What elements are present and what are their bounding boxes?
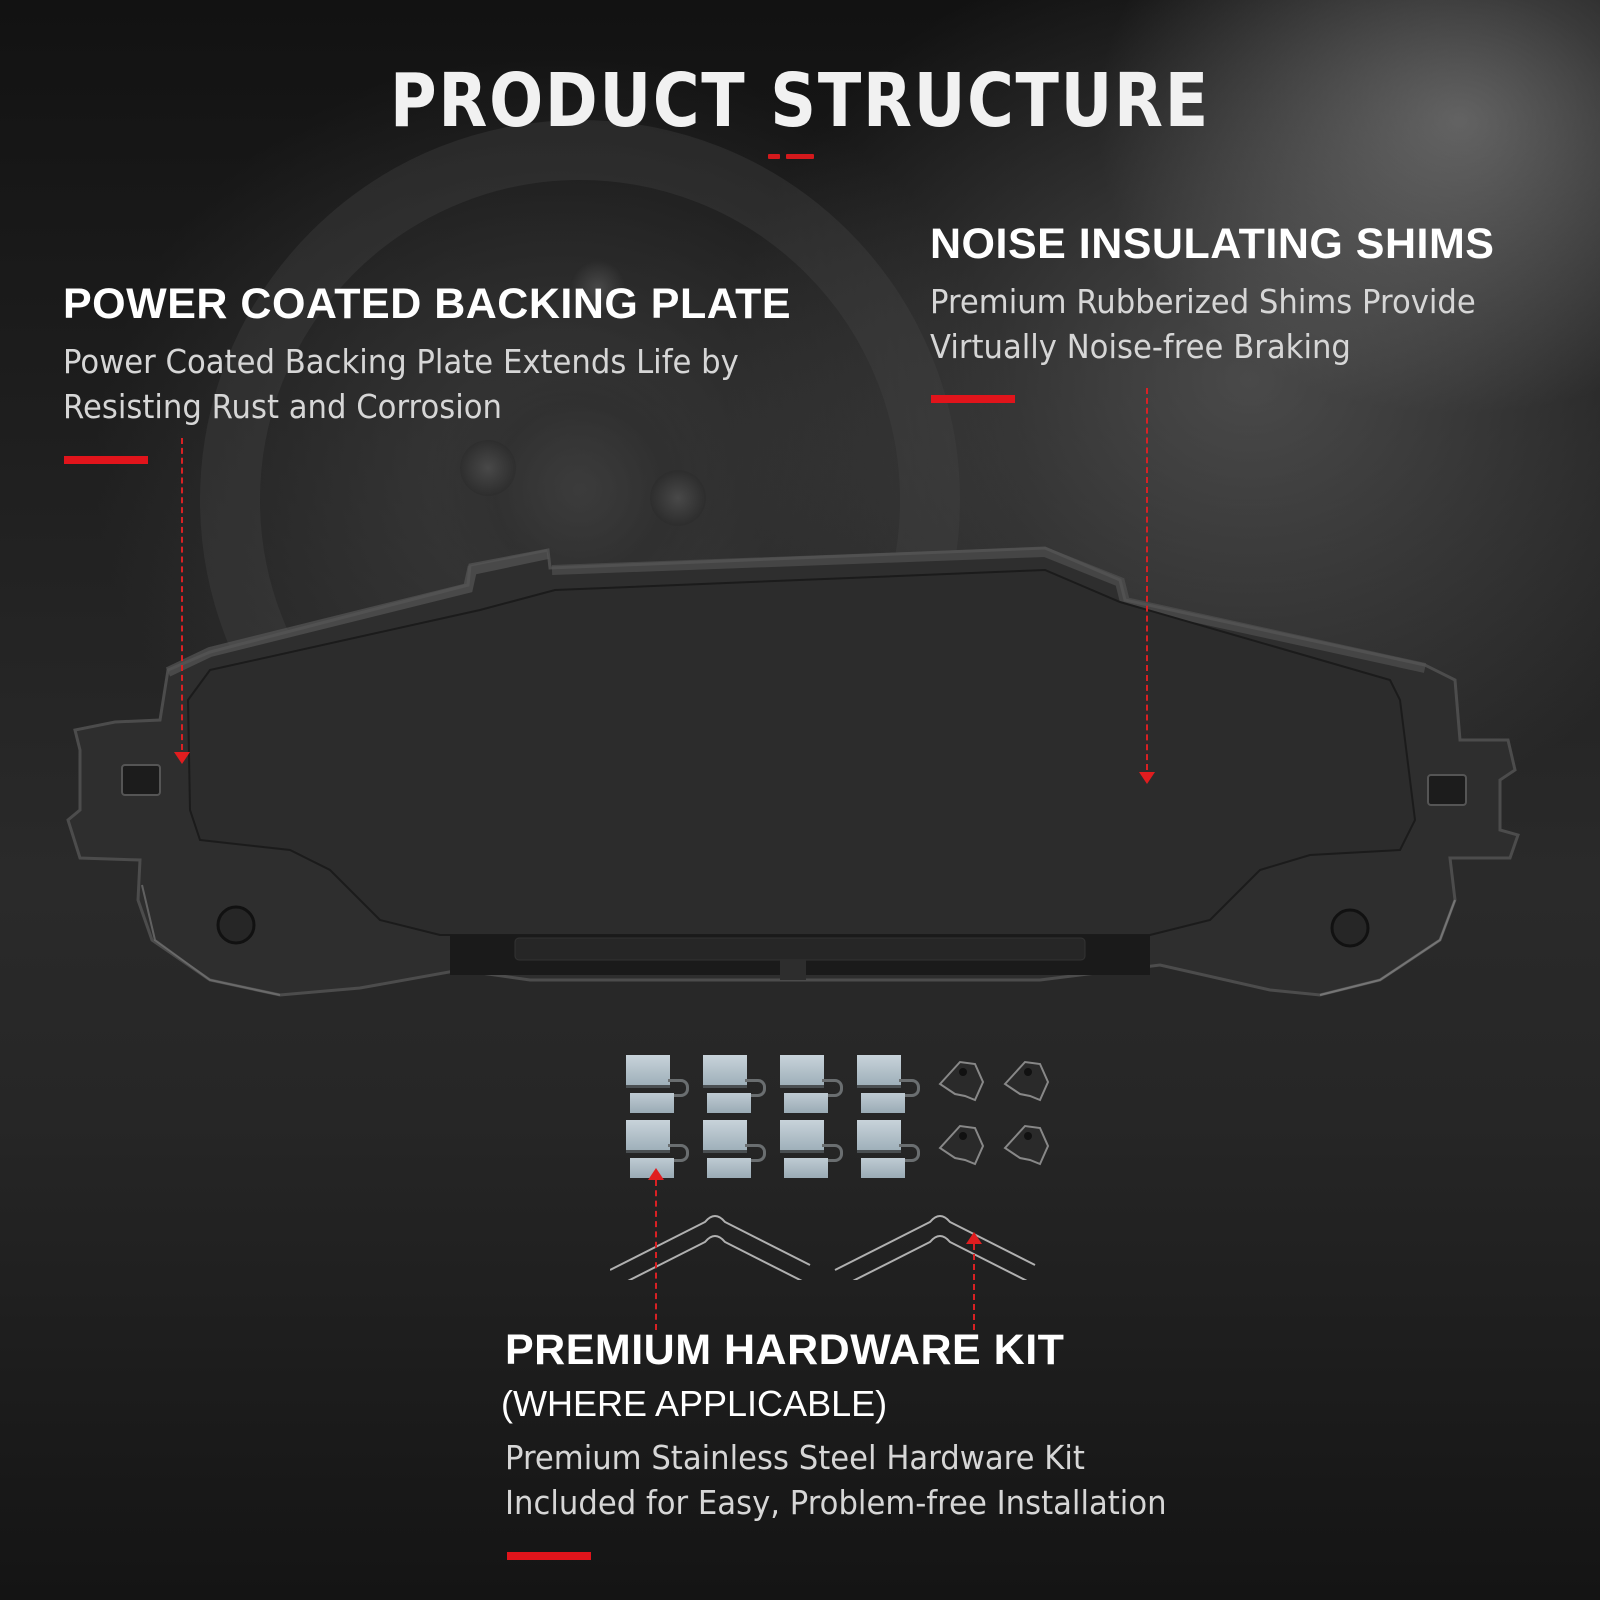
page-title: PRODUCT STRUCTURE [390,58,1210,144]
pointer-line-hardware [655,1180,657,1330]
pointer-line-hardware [973,1244,975,1330]
accent-bar [931,395,1015,403]
pointer-arrow-down-icon [1139,772,1155,784]
wire-springs [610,1215,1036,1280]
pointer-line-backing-plate [181,438,183,750]
pointer-arrow-up-icon [648,1168,664,1180]
spring-clip [938,1124,985,1166]
accent-bar [64,456,148,464]
feature-backing-plate: POWER COATED BACKING PLATE Power Coated … [63,280,791,429]
feature-noise-shims: NOISE INSULATING SHIMS Premium Rubberize… [930,220,1517,369]
title-underline [768,154,814,159]
hardware-kit-image [610,1050,1050,1280]
feature-hardware-kit: PREMIUM HARDWARE KIT (WHERE APPLICABLE) … [501,1326,1216,1525]
abutment-clip [626,1055,689,1113]
background-bolt [460,440,516,496]
abutment-clip [703,1120,766,1178]
abutment-clip [857,1120,920,1178]
feature-heading: POWER COATED BACKING PLATE [63,280,792,328]
brake-pad-illustration [66,546,1520,997]
background-bolt [650,470,706,526]
feature-heading: NOISE INSULATING SHIMS [930,220,1495,268]
spring-clip [1003,1124,1050,1166]
pointer-arrow-down-icon [174,752,190,764]
spring-clip [1003,1060,1050,1102]
pointer-arrow-up-icon [966,1232,982,1244]
feature-description-line: Included for Easy, Problem-free Installa… [505,1483,1167,1522]
brake-pad-image [60,540,1560,1020]
feature-description-line: Premium Rubberized Shims Provide [930,282,1476,321]
pointer-line-shims [1146,388,1148,770]
feature-description-line: Premium Stainless Steel Hardware Kit [505,1438,1085,1477]
abutment-clip [780,1120,843,1178]
abutment-clip [857,1055,920,1113]
abutment-clip [780,1055,843,1113]
abutment-clip [703,1055,766,1113]
feature-heading: PREMIUM HARDWARE KIT [505,1326,1065,1374]
feature-description-line: Virtually Noise-free Braking [930,327,1351,366]
accent-bar [507,1552,591,1560]
feature-subheading: (WHERE APPLICABLE) [501,1383,888,1424]
feature-description-line: Resisting Rust and Corrosion [63,387,503,426]
feature-description-line: Power Coated Backing Plate Extends Life … [63,342,739,381]
spring-clip [938,1060,985,1102]
background-bolt [570,260,626,316]
